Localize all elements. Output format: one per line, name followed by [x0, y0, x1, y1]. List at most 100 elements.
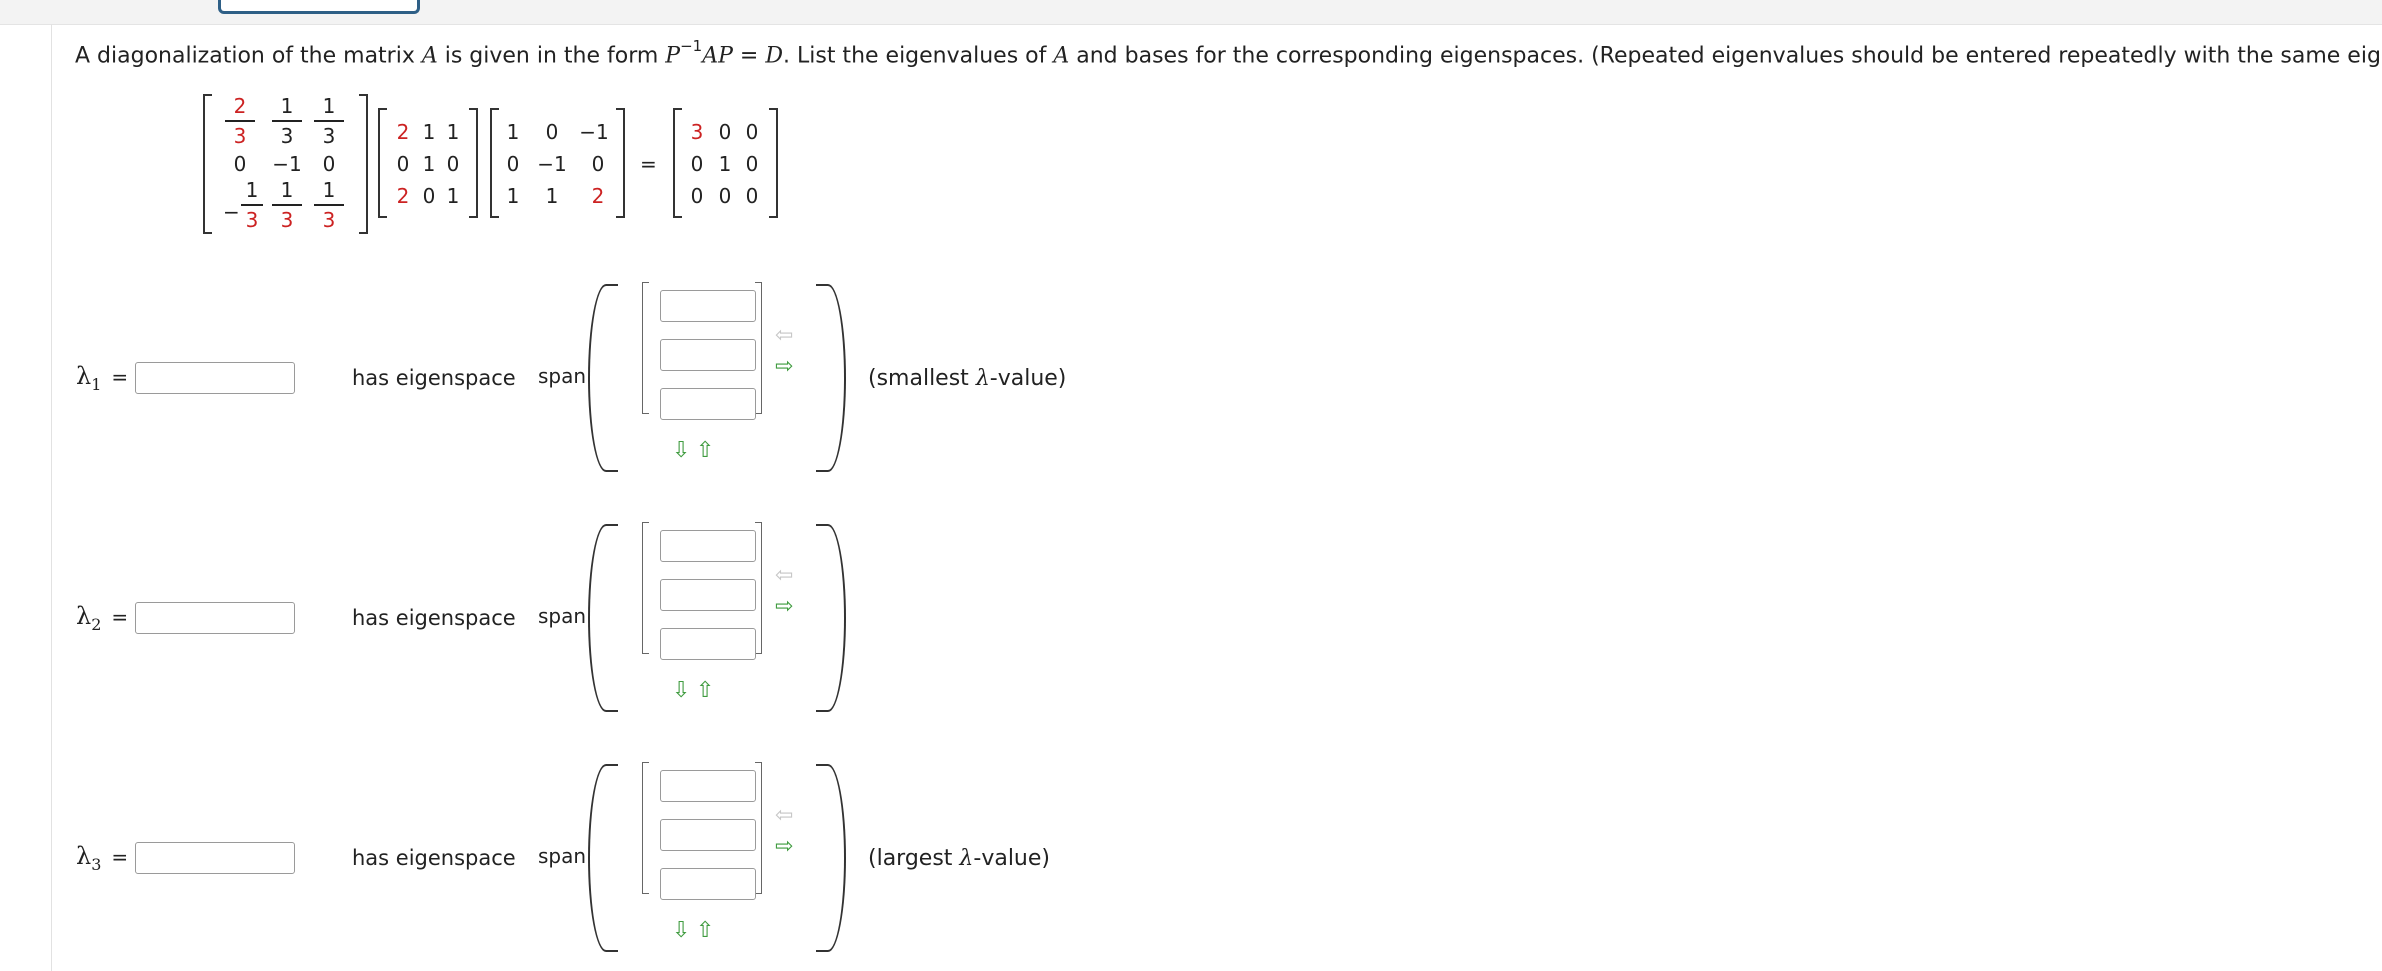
vector-input-1-1[interactable] [660, 290, 756, 322]
vector-input-2-1[interactable] [660, 530, 756, 562]
eigenvalue-input-1[interactable] [135, 362, 295, 394]
vector-box [642, 282, 762, 420]
lambda-subscript: 3 [91, 854, 102, 874]
span-label: span [538, 364, 587, 388]
arrow-down-icon[interactable]: ⇩ [672, 678, 691, 703]
arrow-down-icon[interactable]: ⇩ [672, 918, 691, 943]
paren-right [816, 764, 846, 952]
arrow-up-icon[interactable]: ⇧ [696, 438, 715, 463]
lambda-symbol: λ [76, 362, 92, 390]
eigenvalue-input-3[interactable] [135, 842, 295, 874]
hint-lambda: λ [975, 366, 990, 391]
arrow-left-icon[interactable]: ⇦ [775, 563, 794, 588]
paren-left [588, 284, 618, 472]
arrow-right-icon[interactable]: ⇨ [775, 594, 794, 619]
vector-input-1-3[interactable] [660, 388, 756, 420]
hint-lambda: λ [959, 846, 974, 871]
matrix-cell: 0 [422, 184, 436, 208]
numerator: 1 [322, 178, 336, 202]
matrix-a: 2 1 1 0 1 0 2 0 1 [378, 108, 478, 218]
matrix-cell: 0 [591, 152, 605, 176]
paren-right [816, 524, 846, 712]
bracket-left [490, 108, 499, 218]
matrix-cell: 0 [396, 152, 410, 176]
vector-input-2-3[interactable] [660, 628, 756, 660]
numerator: 1 [322, 94, 336, 118]
matrix-cell: 0 [745, 184, 759, 208]
arrow-down-icon[interactable]: ⇩ [672, 438, 691, 463]
paren-left [588, 524, 618, 712]
span-label: span [538, 604, 587, 628]
eigen-hint-3: (largest λ-value) [868, 846, 1050, 871]
matrix-cell: −1 [272, 152, 302, 176]
eigenvalue-input-2[interactable] [135, 602, 295, 634]
left-border [51, 24, 52, 971]
denominator: 3 [233, 124, 247, 148]
vector-input-1-2[interactable] [660, 339, 756, 371]
matrix-cell: 0 [718, 184, 732, 208]
matrix-cell: 1 [506, 184, 520, 208]
matrix-cell: 1 [718, 152, 732, 176]
lambda-subscript: 2 [91, 614, 102, 634]
arrow-left-icon[interactable]: ⇦ [775, 803, 794, 828]
arrow-up-icon[interactable]: ⇧ [696, 678, 715, 703]
matrix-cell: 1 [506, 120, 520, 144]
matrix-cell: 2 [396, 184, 410, 208]
arrow-left-icon[interactable]: ⇦ [775, 323, 794, 348]
vector-input-3-1[interactable] [660, 770, 756, 802]
var-a: A [421, 43, 438, 69]
lambda-symbol: λ [76, 602, 92, 630]
vector-bracket-right [755, 762, 762, 894]
bracket-right [769, 108, 778, 218]
var-a: A [1053, 43, 1070, 69]
arrow-right-icon[interactable]: ⇨ [775, 354, 794, 379]
matrix-cell: 2 [396, 120, 410, 144]
question-part: = [732, 43, 766, 69]
equals-sign: = [111, 845, 129, 869]
var-d: D [765, 43, 783, 69]
bracket-left [203, 94, 212, 234]
equals-sign: = [111, 605, 129, 629]
numerator: 1 [245, 178, 259, 202]
vector-input-3-2[interactable] [660, 819, 756, 851]
denominator: 3 [245, 208, 259, 232]
matrix-d: 3 0 0 0 1 0 0 0 0 [673, 108, 778, 218]
has-eigenspace-label: has eigenspace [352, 366, 516, 390]
minus-sign: − [223, 200, 240, 224]
lambda-label: λ2 = [76, 602, 128, 634]
numerator: 2 [233, 94, 247, 118]
bracket-left [378, 108, 387, 218]
arrow-up-icon[interactable]: ⇧ [696, 918, 715, 943]
matrix-cell: 0 [506, 152, 520, 176]
question-part: and bases for the corresponding eigenspa… [1069, 43, 2382, 69]
hint-text: -value) [973, 846, 1050, 871]
matrix-cell: 1 [545, 184, 559, 208]
matrix-cell: 0 [545, 120, 559, 144]
matrix-cell: 2 [591, 184, 605, 208]
var-ap: AP [702, 43, 733, 69]
lambda-symbol: λ [76, 842, 92, 870]
var-p: P [665, 43, 681, 69]
matrix-cell: 0 [745, 152, 759, 176]
paren-right [816, 284, 846, 472]
arrow-right-icon[interactable]: ⇨ [775, 834, 794, 859]
lambda-label: λ1= [76, 362, 128, 394]
hint-text: (largest [868, 846, 960, 871]
exponent: −1 [680, 37, 703, 55]
vector-bracket-right [755, 522, 762, 654]
top-button[interactable] [218, 0, 420, 14]
bracket-right [469, 108, 478, 218]
vector-input-2-2[interactable] [660, 579, 756, 611]
question-part: . List the eigenvalues of [783, 43, 1054, 69]
matrix-p: 1 0 −1 0 −1 0 1 1 2 [490, 108, 625, 218]
top-strip [0, 0, 2382, 25]
vector-input-3-3[interactable] [660, 868, 756, 900]
matrix-cell: 0 [690, 152, 704, 176]
bracket-left [673, 108, 682, 218]
vector-bracket-left [642, 282, 649, 414]
